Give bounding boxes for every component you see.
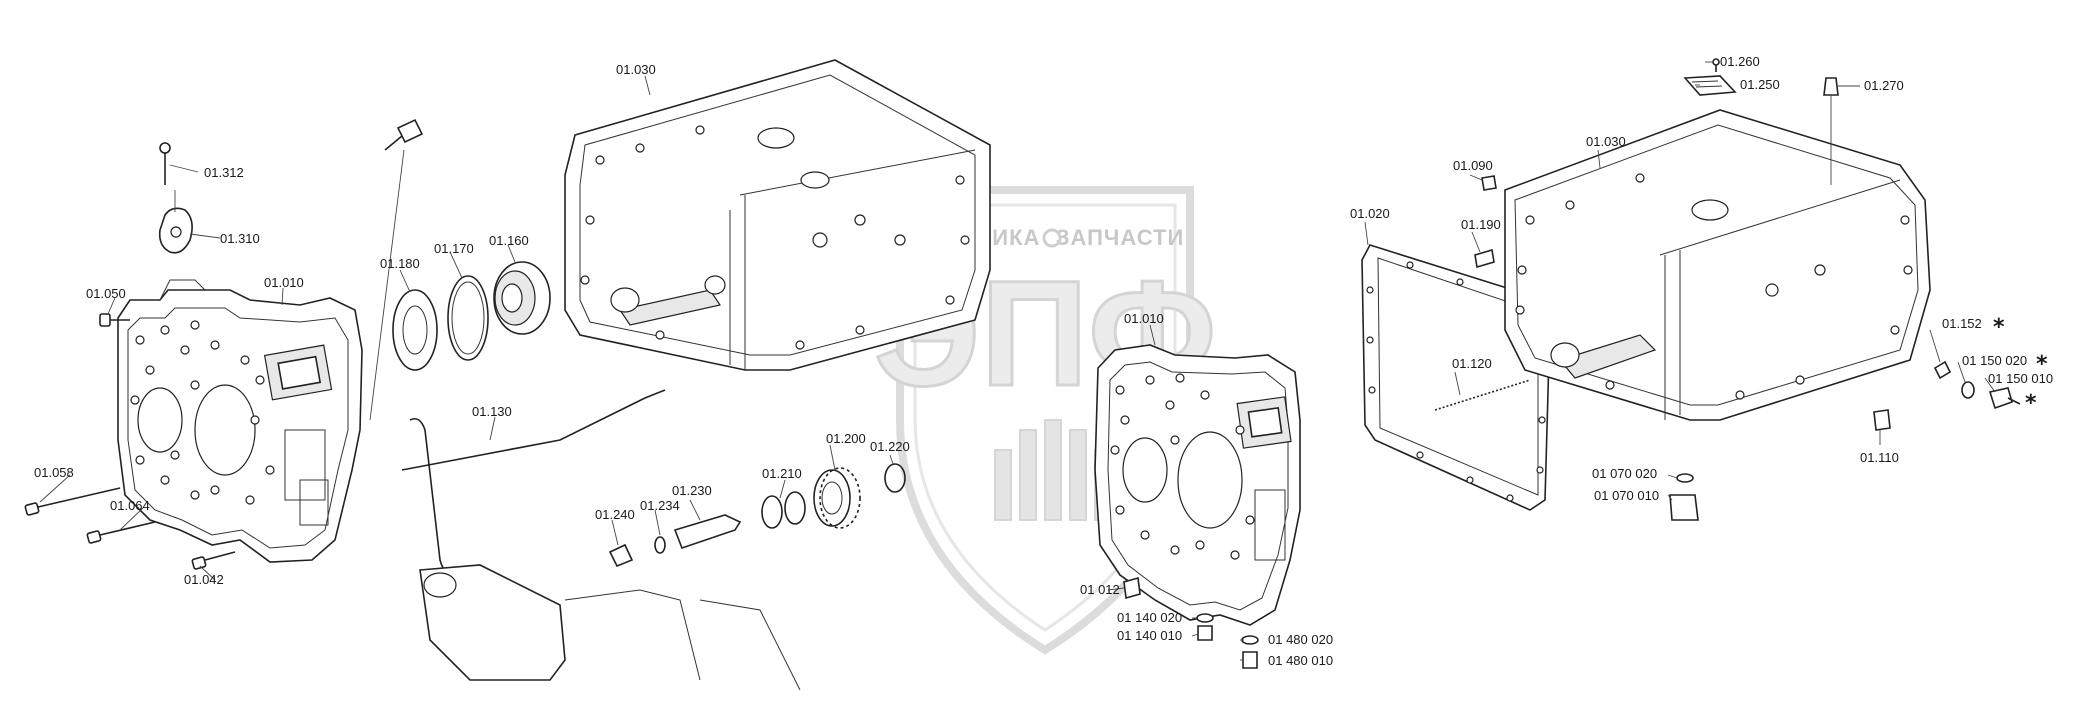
- label-01140020: 01 140 020: [1117, 610, 1182, 625]
- plate-01250: [1683, 75, 1737, 96]
- front-cover-center: [1094, 344, 1301, 626]
- washer-01234: [654, 536, 666, 554]
- label-01270: 01.270: [1864, 78, 1904, 93]
- label-01010-left: 01.010: [264, 275, 304, 290]
- label-01210: 01.210: [762, 466, 802, 481]
- label-01250: 01.250: [1740, 77, 1780, 92]
- label-01160: 01.160: [489, 233, 529, 248]
- label-01480010: 01 480 010: [1268, 653, 1333, 668]
- label-01220: 01.220: [870, 439, 910, 454]
- bolt-01058: [24, 487, 121, 516]
- washer-01480020: [1241, 635, 1259, 645]
- label-01020: 01.020: [1350, 206, 1390, 221]
- label-01064: 01.064: [110, 498, 150, 513]
- washer-01140020: [1196, 613, 1214, 623]
- label-01070010: 01 070 010: [1594, 488, 1659, 503]
- label-01030-right: 01.030: [1586, 134, 1626, 149]
- seal-01180: [392, 289, 438, 371]
- drain-01070010: [1669, 494, 1699, 521]
- label-01150010: 01 150 010: [1988, 371, 2053, 386]
- bolt-01064: [86, 521, 156, 544]
- label-01090: 01.090: [1453, 158, 1493, 173]
- label-01200: 01.200: [826, 431, 866, 446]
- label-01152: 01.152: [1942, 316, 1982, 331]
- bearing-01160: [493, 261, 551, 335]
- ring-01170: [447, 275, 489, 361]
- label-01030-left: 01.030: [616, 62, 656, 77]
- breather-01270: [1823, 77, 1839, 185]
- plug-01140010: [1197, 625, 1213, 641]
- washer-01070020: [1676, 473, 1694, 483]
- ring-01220: [884, 463, 906, 493]
- label-01130: 01.130: [472, 404, 512, 419]
- label-01110: 01.110: [1860, 450, 1899, 465]
- transmission-housing-left: [564, 59, 991, 371]
- washer-01150020: [1961, 381, 1975, 399]
- front-cover-left: [117, 279, 363, 563]
- plug-01090: [1481, 175, 1497, 191]
- bolt-01042: [191, 551, 236, 570]
- plug-01110: [1873, 409, 1891, 431]
- plug-01480010: [1242, 651, 1258, 669]
- label-01120: 01.120: [1452, 356, 1492, 371]
- transmission-housing-right: [1504, 109, 1931, 421]
- gear-01200: [813, 467, 861, 529]
- star-01150010: *: [2025, 391, 2037, 416]
- plug-01240: [608, 543, 634, 568]
- plug-01012: [1123, 576, 1141, 600]
- label-01070020: 01 070 020: [1592, 466, 1657, 481]
- watermark-wheat-icon: [994, 419, 1112, 521]
- label-01312: 01.312: [204, 165, 244, 180]
- screw-top-center: [369, 118, 424, 421]
- label-01170: 01.170: [434, 241, 474, 256]
- label-01010-center: 01.010: [1124, 311, 1164, 326]
- label-01140010: 01 140 010: [1117, 628, 1182, 643]
- bolt-01312: [159, 142, 171, 185]
- label-01260: 01.260: [1720, 54, 1760, 69]
- label-01240: 01.240: [595, 507, 635, 522]
- star-01152: *: [1993, 315, 2005, 340]
- case-fragment-bottom: [419, 564, 801, 691]
- bearing-01210: [761, 491, 806, 529]
- pin-01190: [1474, 248, 1495, 269]
- bracket-01310: [158, 190, 193, 254]
- pin-01230: [673, 514, 742, 550]
- label-01230: 01.230: [672, 483, 712, 498]
- label-01480020: 01 480 020: [1268, 632, 1333, 647]
- rivet-01260: [1712, 58, 1720, 72]
- label-01180: 01.180: [380, 256, 420, 271]
- star-01150020: *: [2036, 352, 2048, 377]
- label-01310: 01.310: [220, 231, 260, 246]
- spring-01120: [1434, 379, 1531, 411]
- sensor-01150010: [1988, 387, 2021, 410]
- label-01190: 01.190: [1461, 217, 1501, 232]
- leader-lines: [39, 61, 1996, 661]
- label-01058: 01.058: [34, 465, 74, 480]
- label-01042: 01.042: [184, 572, 224, 587]
- label-01234: 01.234: [640, 498, 680, 513]
- label-01012: 01 012: [1080, 582, 1120, 597]
- part-labels: 01.312 01.310 01.050 01.010 01.058 01.06…: [34, 54, 2053, 668]
- label-01050: 01.050: [86, 286, 126, 301]
- plug-01152: [1933, 360, 1952, 380]
- watermark-gear-icon: [1042, 228, 1062, 248]
- bolt-01050: [99, 313, 130, 327]
- watermark-right-word: ЗАПЧАСТИ: [1056, 225, 1185, 250]
- label-01150020: 01 150 020: [1962, 353, 2027, 368]
